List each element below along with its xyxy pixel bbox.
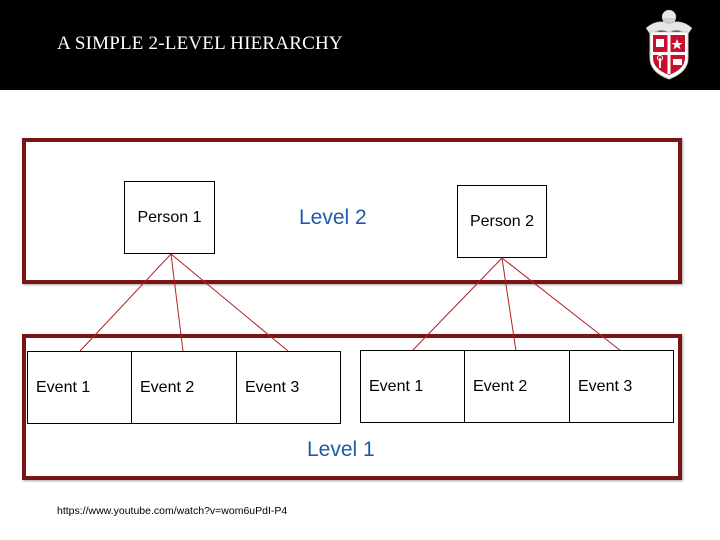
person-node-1: Person 1: [124, 181, 215, 254]
level2-label: Level 2: [299, 206, 367, 229]
event-node-2-2: Event 2: [464, 350, 570, 423]
university-crest-icon: [645, 9, 693, 80]
header-bar: A SIMPLE 2-LEVEL HIERARCHY: [0, 0, 720, 90]
level2-frame: [22, 138, 682, 284]
source-link[interactable]: https://www.youtube.com/watch?v=wom6uPdI…: [57, 505, 288, 517]
event-node-2-3: Event 3: [569, 350, 674, 423]
event-node-2-1: Event 1: [360, 350, 465, 423]
event-node-label: Event 1: [36, 378, 91, 396]
level1-frame: [22, 334, 682, 480]
event-node-label: Event 3: [245, 378, 300, 396]
person-node-label: Person 1: [137, 208, 202, 226]
event-node-label: Event 2: [473, 377, 528, 395]
event-node-label: Event 2: [140, 378, 195, 396]
event-node-1-3: Event 3: [236, 351, 341, 424]
person-node-2: Person 2: [457, 185, 547, 258]
page-title: A SIMPLE 2-LEVEL HIERARCHY: [57, 33, 343, 54]
event-node-label: Event 3: [578, 377, 633, 395]
event-node-1-2: Event 2: [131, 351, 237, 424]
person-node-label: Person 2: [469, 212, 535, 230]
event-node-1-1: Event 1: [27, 351, 132, 424]
level1-label: Level 1: [307, 438, 375, 461]
event-node-label: Event 1: [369, 377, 424, 395]
